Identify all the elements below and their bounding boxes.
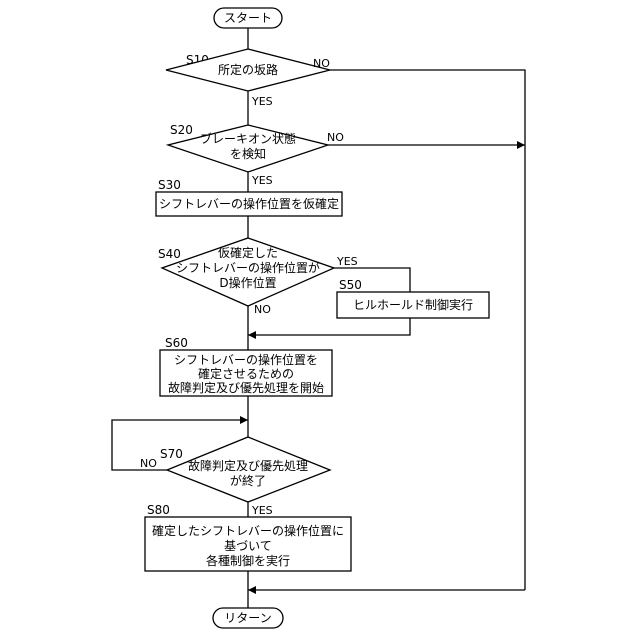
s20-step-label: S20 bbox=[170, 123, 193, 137]
s30-label: シフトレバーの操作位置を仮確定 bbox=[159, 196, 339, 211]
s60-label-line1: シフトレバーの操作位置を bbox=[174, 352, 318, 367]
s20-label-line1: ブレーキオン状態 bbox=[200, 131, 296, 146]
s70-step-label: S70 bbox=[160, 447, 183, 461]
edge-s50-return bbox=[248, 318, 410, 335]
s50-process: S50 ヒルホールド制御実行 bbox=[337, 278, 489, 318]
s60-step-label: S60 bbox=[165, 336, 188, 350]
s40-label-line3: D操作位置 bbox=[219, 275, 276, 290]
s40-label-line2: シフトレバーの操作位置が bbox=[176, 260, 320, 275]
s10-label: 所定の坂路 bbox=[218, 62, 278, 77]
s70-label-line2: が終了 bbox=[230, 473, 266, 488]
s20-decision: S20 ブレーキオン状態 を検知 bbox=[168, 123, 328, 172]
s50-label: ヒルホールド制御実行 bbox=[353, 297, 473, 312]
s50-step-label: S50 bbox=[339, 278, 362, 292]
start-node: スタート bbox=[214, 8, 282, 28]
s70-label-line1: 故障判定及び優先処理 bbox=[188, 458, 308, 473]
s70-decision: S70 故障判定及び優先処理 が終了 bbox=[160, 437, 330, 502]
s10-yes-label: YES bbox=[251, 95, 273, 108]
s60-label-line2: 確定させるための bbox=[198, 366, 294, 381]
s80-label-line1: 確定したシフトレバーの操作位置に bbox=[152, 523, 344, 538]
s20-label-line2: を検知 bbox=[230, 147, 266, 161]
s40-no-label: NO bbox=[254, 303, 271, 316]
end-label: リターン bbox=[224, 611, 271, 625]
s10-no-label: NO bbox=[313, 57, 330, 70]
s30-process: S30 シフトレバーの操作位置を仮確定 bbox=[156, 178, 342, 216]
s70-yes-label: YES bbox=[251, 504, 273, 517]
start-label: スタート bbox=[224, 11, 272, 25]
s80-step-label: S80 bbox=[147, 503, 170, 517]
s80-label-line2: 基づいて bbox=[224, 539, 272, 553]
s40-label-line1: 仮確定した bbox=[218, 245, 278, 260]
s40-yes-label: YES bbox=[336, 255, 358, 268]
s30-step-label: S30 bbox=[158, 178, 181, 192]
s70-no-label: NO bbox=[140, 457, 157, 470]
s20-yes-label: YES bbox=[251, 174, 273, 187]
end-node: リターン bbox=[213, 608, 283, 628]
s10-decision: S10 所定の坂路 bbox=[166, 49, 330, 91]
s60-process: S60 シフトレバーの操作位置を 確定させるための 故障判定及び優先処理を開始 bbox=[160, 336, 332, 396]
s60-label-line3: 故障判定及び優先処理を開始 bbox=[168, 380, 324, 395]
s20-no-label: NO bbox=[327, 131, 344, 144]
s80-label-line3: 各種制御を実行 bbox=[206, 553, 290, 568]
s40-decision: S40 仮確定した シフトレバーの操作位置が D操作位置 bbox=[158, 238, 334, 306]
edge-s10-no-rail bbox=[330, 70, 525, 590]
s40-step-label: S40 bbox=[158, 247, 181, 261]
